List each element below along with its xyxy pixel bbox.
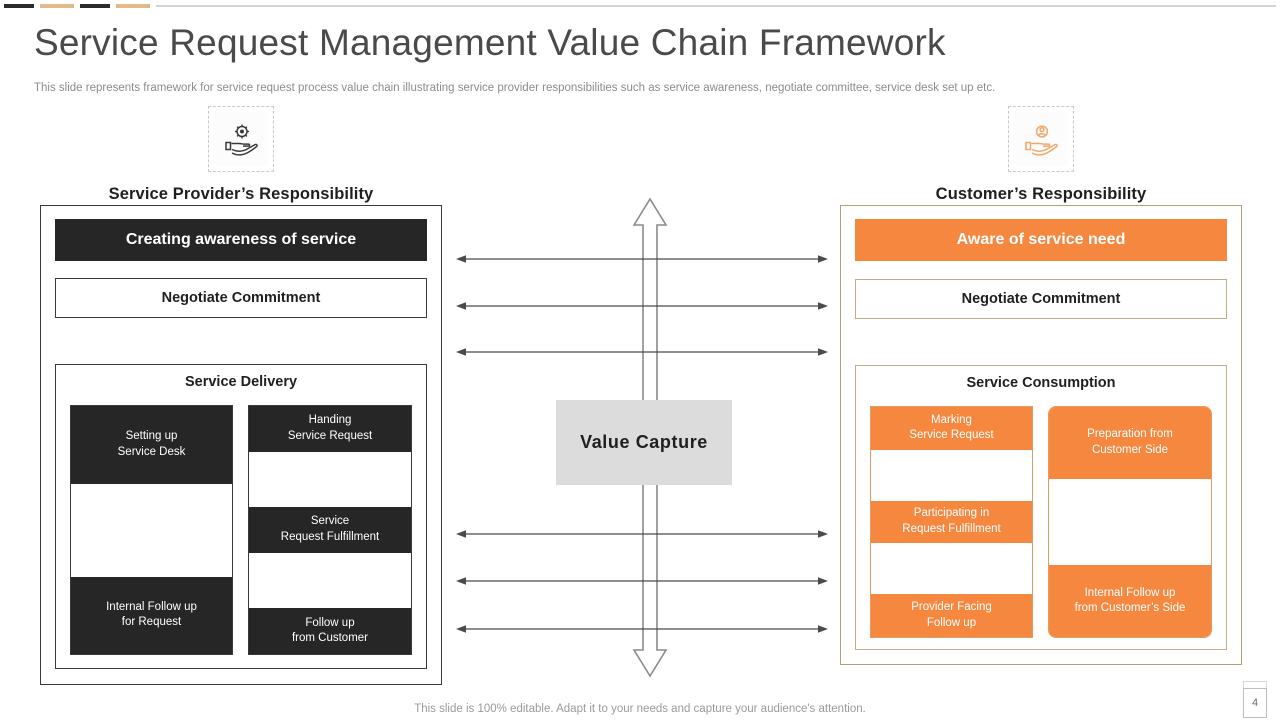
top-decorative-rule [0,4,1280,8]
rule-dash-tan-1 [40,4,74,8]
horizontal-arrow-5 [455,575,829,587]
customer-panel: Aware of service need Negotiate Commitme… [840,205,1242,665]
provider-head-bar[interactable]: Creating awareness of service [55,219,427,261]
customer-column-head: Customer’s Responsibility [831,106,1251,204]
customer-head-bar[interactable]: Aware of service need [855,219,1227,261]
horizontal-arrow-3 [455,346,829,358]
horizontal-arrow-1 [455,253,829,265]
service-consumption-title: Service Consumption [966,375,1116,391]
page-subtitle: This slide represents framework for serv… [34,82,996,94]
horizontal-arrow-6 [455,623,829,635]
page-badge-tab [1243,681,1267,688]
rule-dash-dark-2 [80,4,110,8]
horizontal-arrow-4 [455,528,829,540]
provider-column-head: Service Provider’s Responsibility [31,106,451,204]
page-title: Service Request Management Value Chain F… [34,22,946,63]
center-flow-area: Value Capture [442,195,842,695]
page-number-badge: 4 [1243,688,1267,718]
customer-icon-frame [1008,106,1074,172]
service-delivery-title: Service Delivery [184,374,298,390]
provider-heading: Service Provider’s Responsibility [108,185,374,203]
horizontal-arrow-2 [455,300,829,312]
provider-panel: Creating awareness of service Negotiate … [40,205,442,685]
provider-negotiate-bar[interactable]: Negotiate Commitment [55,278,427,318]
person-in-hand-icon [1014,112,1068,166]
rule-dash-tan-2 [116,4,150,8]
provider-icon-frame [208,106,274,172]
footer-note: This slide is 100% editable. Adapt it to… [414,703,866,715]
customer-negotiate-bar[interactable]: Negotiate Commitment [855,279,1227,319]
rule-dash-dark-1 [4,4,34,8]
customer-heading: Customer’s Responsibility [935,185,1147,203]
gear-in-hand-icon [214,112,268,166]
value-capture-box[interactable]: Value Capture [556,400,732,485]
rule-line [156,5,1276,7]
